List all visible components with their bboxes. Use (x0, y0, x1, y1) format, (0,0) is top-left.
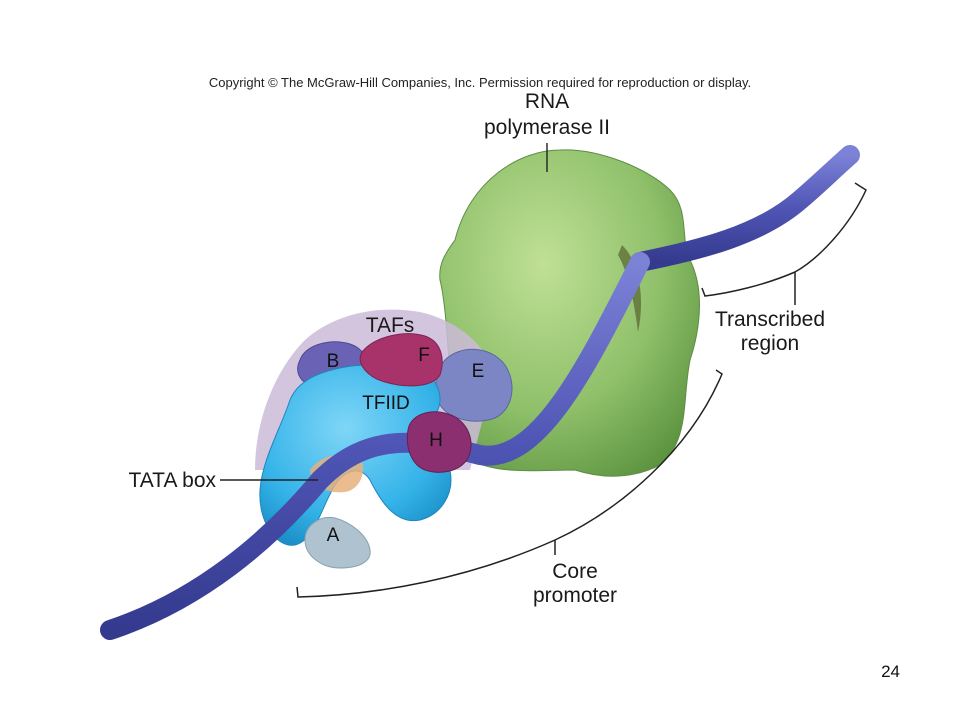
core-promoter-bracket (296, 369, 723, 598)
dna-strand-lower (100, 252, 650, 640)
dna-strand-upper (630, 145, 860, 272)
page-number: 24 (881, 662, 900, 681)
polymerase-channel (618, 245, 642, 332)
tafs-label: TAFs (366, 314, 415, 337)
factor-h-label: H (429, 430, 443, 451)
factor-f-shape (359, 333, 443, 387)
core-promoter-label-1: Core (552, 560, 598, 583)
transcribed-region-label-2: region (741, 332, 799, 355)
factor-h-shape (406, 411, 472, 473)
tata-box-label: TATA box (128, 469, 216, 492)
factor-a-label: A (327, 525, 340, 546)
factor-a-shape (304, 516, 371, 569)
factor-b-label: B (327, 351, 340, 372)
rna-polymerase-label-2: polymerase II (484, 116, 610, 139)
transcribed-region-bracket (701, 182, 867, 305)
core-promoter-label-2: promoter (533, 584, 617, 607)
transcribed-region-label-1: Transcribed (715, 308, 825, 331)
rna-polymerase-label-1: RNA (525, 90, 569, 113)
tfiid-label: TFIID (362, 393, 410, 414)
factor-e-label: E (472, 361, 485, 382)
factor-f-label: F (418, 345, 430, 366)
copyright-notice: Copyright © The McGraw-Hill Companies, I… (208, 75, 752, 90)
